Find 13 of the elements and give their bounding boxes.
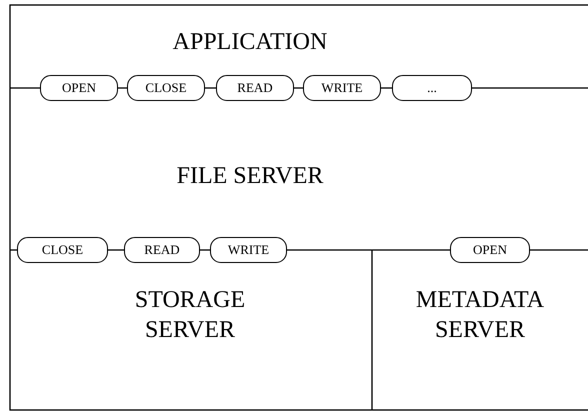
operation-pill: READ [216,75,294,101]
operation-pill: CLOSE [17,237,108,263]
operation-pill: ... [392,75,472,101]
operation-pill: CLOSE [127,75,205,101]
operation-pill: WRITE [303,75,381,101]
layer-label: FILE SERVER [140,156,360,196]
layer-label: METADATA SERVER [385,280,575,350]
operation-pill: READ [124,237,200,263]
operation-pill: OPEN [450,237,530,263]
operation-pill: WRITE [210,237,287,263]
operation-pill: OPEN [40,75,118,101]
layer-label: APPLICATION [130,22,370,62]
layer-label: STORAGE SERVER [110,280,270,350]
